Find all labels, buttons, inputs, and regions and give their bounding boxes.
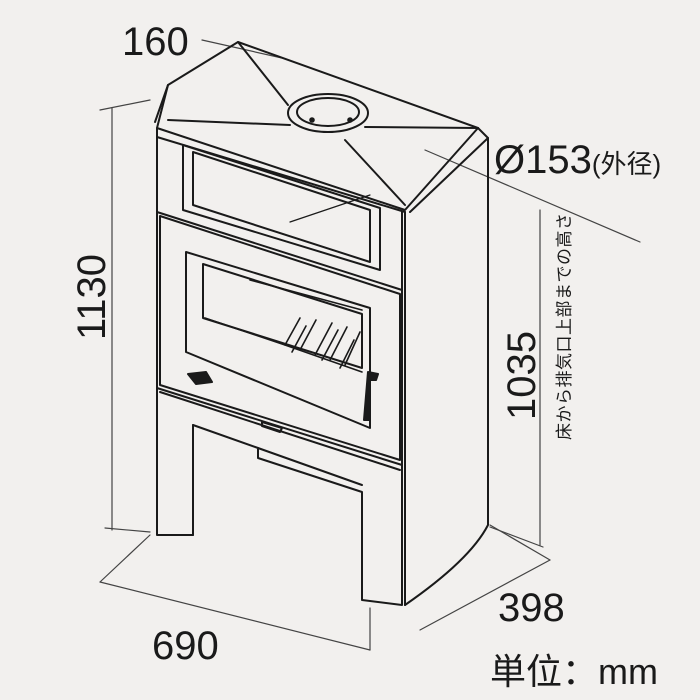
log-storage-opening xyxy=(182,144,381,271)
firebox-top-seam xyxy=(156,211,403,291)
flue-bolt-right xyxy=(347,117,353,123)
grate-bar xyxy=(344,331,361,366)
label-depth: 398 xyxy=(498,586,565,630)
log-storage-back-line xyxy=(289,194,371,223)
brand-logo-emblem xyxy=(187,371,213,385)
grate-back-rail xyxy=(249,279,363,311)
dimension-tick-398 xyxy=(489,524,551,561)
dimension-lines xyxy=(99,39,641,651)
dimension-tick-top-1130 xyxy=(99,99,151,111)
firebox-door xyxy=(159,215,401,461)
stove-front-outline xyxy=(156,136,403,606)
dimension-line-690 xyxy=(99,581,371,651)
top-ridge-back xyxy=(237,41,289,106)
grate-bar xyxy=(291,325,307,353)
ash-pan-latch xyxy=(261,421,283,433)
stove-top-left-bevel xyxy=(154,84,169,123)
fire-grate xyxy=(204,279,363,373)
top-ridge-front xyxy=(344,139,406,206)
flue-bolt-left xyxy=(309,117,315,123)
log-storage-inner xyxy=(192,151,371,263)
door-handle xyxy=(363,371,379,421)
stove-top-plate xyxy=(156,41,479,211)
grate-bar xyxy=(284,317,301,346)
label-flue-height-note: 床から排気口上部までの高さ xyxy=(555,212,574,441)
dimension-line-398 xyxy=(419,559,551,631)
firebox-window xyxy=(185,251,371,429)
label-width: 690 xyxy=(152,624,219,668)
stove-top-edge-right xyxy=(409,127,489,213)
firebox-window-glass xyxy=(202,263,363,369)
flue-collar-inner xyxy=(296,97,360,127)
top-ridge-left xyxy=(167,119,291,126)
flue-collar-outer xyxy=(287,93,369,133)
stove-body xyxy=(154,41,489,606)
dimension-line-160 xyxy=(201,39,283,59)
dimension-tick-bottom-1130 xyxy=(104,527,151,533)
units-label: 単位：mm xyxy=(490,651,658,692)
dimension-tick-top-1035 xyxy=(424,149,641,243)
dimension-tick-left-690 xyxy=(99,534,151,583)
grate-bar xyxy=(321,329,339,361)
label-total-height: 1130 xyxy=(70,253,114,340)
top-ridge-right xyxy=(364,126,479,129)
leg-opening-top xyxy=(257,447,363,486)
grate-bar xyxy=(329,326,348,361)
label-depth-top: 160 xyxy=(122,20,189,64)
label-flue-diameter: Ø153(外径) xyxy=(494,140,661,180)
stove-side-outline xyxy=(404,137,489,606)
flue-diameter-note: (外径) xyxy=(591,149,662,179)
grate-bar xyxy=(299,319,317,351)
label-flue-height: 1035 xyxy=(500,331,544,420)
grate-bar xyxy=(339,339,355,369)
flue-diameter-value: Ø153 xyxy=(494,138,592,182)
grate-bar xyxy=(314,322,333,356)
